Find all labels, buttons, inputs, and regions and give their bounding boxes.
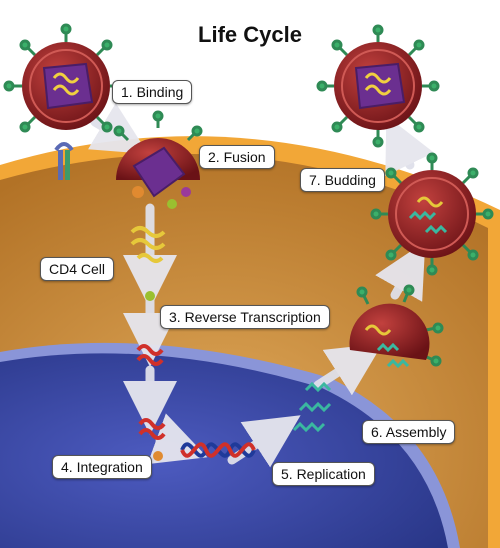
step-budding-label: 7. Budding: [300, 168, 385, 192]
viral-dna-entering: [136, 344, 164, 366]
viral-rna: [130, 226, 166, 263]
virus-budding: [370, 152, 494, 276]
viral-dna-integration: [138, 418, 166, 440]
reverse-transcriptase: [145, 291, 155, 301]
virus-binding: [3, 23, 129, 133]
virus-fusion: [113, 110, 218, 209]
arrow-budding-to-release: [385, 115, 435, 177]
host-dna-helix: [180, 442, 256, 458]
cell-label: CD4 Cell: [40, 257, 115, 281]
arrow-replication-to-assembly: [313, 343, 383, 396]
step-integration-label: 4. Integration: [52, 455, 152, 479]
integrase: [153, 451, 163, 461]
step-assembly-label: 6. Assembly: [362, 420, 456, 444]
nucleus: [0, 353, 448, 548]
arrow-assembly-to-budding: [375, 241, 426, 302]
diagram-title: Life Cycle: [198, 22, 302, 47]
step-binding-label: 1. Binding: [112, 80, 193, 104]
step-replication-label: 5. Replication: [272, 462, 375, 486]
cd4-receptor: [54, 142, 74, 180]
virus-assembly: [349, 284, 444, 369]
arrow-to-dna: [147, 413, 208, 465]
step-fusion-label: 2. Fusion: [199, 145, 275, 169]
virus-mature: [316, 24, 440, 148]
step-reverse-transcription-label: 3. Reverse Transcription: [160, 305, 330, 329]
new-viral-rna: [292, 381, 332, 433]
